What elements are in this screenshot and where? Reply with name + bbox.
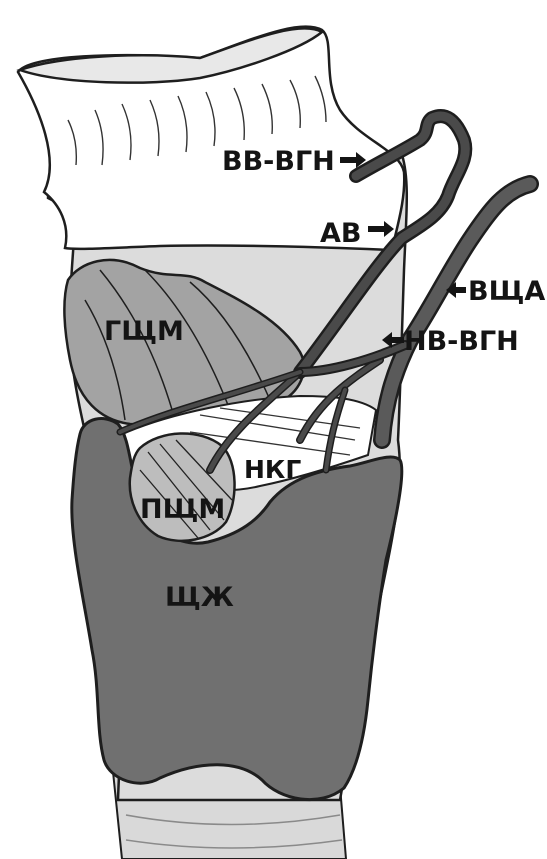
hyoid-epiglottis (18, 27, 404, 250)
label-gshchm: ГЩМ (104, 316, 184, 347)
label-shchzh: ЩЖ (165, 582, 234, 613)
label-vv-vgn: ВВ-ВГН (222, 146, 335, 177)
label-pshchm: ПЩМ (140, 494, 225, 525)
label-nkg: НКГ (244, 455, 301, 484)
label-av: АВ (320, 218, 361, 249)
label-vshcha: ВЩА (468, 276, 545, 307)
label-nv-vgn: НВ-ВГН (404, 326, 519, 357)
